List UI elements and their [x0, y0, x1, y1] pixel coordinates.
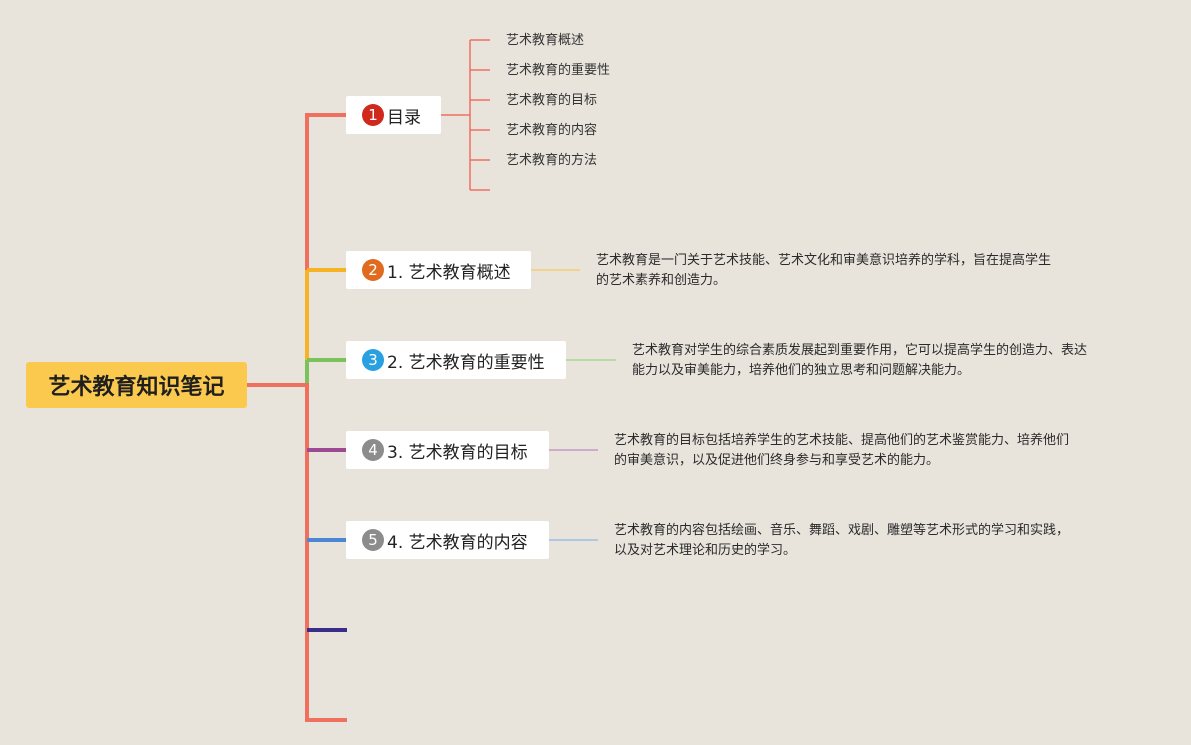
toc-node[interactable]: 1 目录	[346, 96, 441, 134]
branch-label: 1. 艺术教育概述	[387, 262, 511, 283]
number-badge-icon: 3	[362, 349, 384, 371]
number-badge-icon: 2	[362, 259, 384, 281]
branch-node-goals[interactable]: 4 3. 艺术教育的目标	[346, 431, 549, 469]
description-line: 的艺术素养和创造力。	[596, 273, 727, 288]
root-node[interactable]: 艺术教育知识笔记	[26, 362, 247, 408]
toc-item[interactable]: 艺术教育概述	[506, 33, 585, 48]
branch-node-overview[interactable]: 2 1. 艺术教育概述	[346, 251, 531, 289]
branch-node-importance[interactable]: 3 2. 艺术教育的重要性	[346, 341, 566, 379]
toc-item[interactable]: 艺术教育的重要性	[506, 63, 611, 78]
branch-description: 艺术教育的内容包括绘画、音乐、舞蹈、戏剧、雕塑等艺术形式的学习和实践， 以及对艺…	[614, 521, 1069, 561]
number-badge-icon: 4	[362, 439, 384, 461]
branch-description: 艺术教育是一门关于艺术技能、艺术文化和审美意识培养的学科，旨在提高学生 的艺术素…	[596, 251, 1051, 291]
toc-label: 目录	[387, 107, 421, 128]
number-badge-icon: 5	[362, 529, 384, 551]
toc-item[interactable]: 艺术教育的目标	[506, 93, 598, 108]
branch-description: 艺术教育的目标包括培养学生的艺术技能、提高他们的艺术鉴赏能力、培养他们 的审美意…	[614, 431, 1069, 471]
branch-description: 艺术教育对学生的综合素质发展起到重要作用，它可以提高学生的创造力、表达 能力以及…	[632, 341, 1087, 381]
description-line: 能力以及审美能力，培养他们的独立思考和问题解决能力。	[632, 363, 971, 378]
branch-label: 4. 艺术教育的内容	[387, 532, 528, 553]
root-title: 艺术教育知识笔记	[48, 375, 225, 400]
description-line: 以及对艺术理论和历史的学习。	[614, 543, 797, 558]
description-line: 艺术教育的内容包括绘画、音乐、舞蹈、戏剧、雕塑等艺术形式的学习和实践，	[614, 523, 1070, 538]
branch-label: 2. 艺术教育的重要性	[387, 352, 545, 373]
description-line: 艺术教育是一门关于艺术技能、艺术文化和审美意识培养的学科，旨在提高学生	[596, 253, 1052, 268]
number-badge-icon: 1	[362, 104, 384, 126]
description-line: 艺术教育对学生的综合素质发展起到重要作用，它可以提高学生的创造力、表达	[632, 343, 1088, 358]
toc-item[interactable]: 艺术教育的方法	[506, 153, 598, 168]
description-line: 艺术教育的目标包括培养学生的艺术技能、提高他们的艺术鉴赏能力、培养他们	[614, 433, 1070, 448]
description-line: 的审美意识，以及促进他们终身参与和享受艺术的能力。	[614, 453, 940, 468]
branch-node-content[interactable]: 5 4. 艺术教育的内容	[346, 521, 549, 559]
toc-item[interactable]: 艺术教育的内容	[506, 123, 598, 138]
branch-label: 3. 艺术教育的目标	[387, 442, 528, 463]
